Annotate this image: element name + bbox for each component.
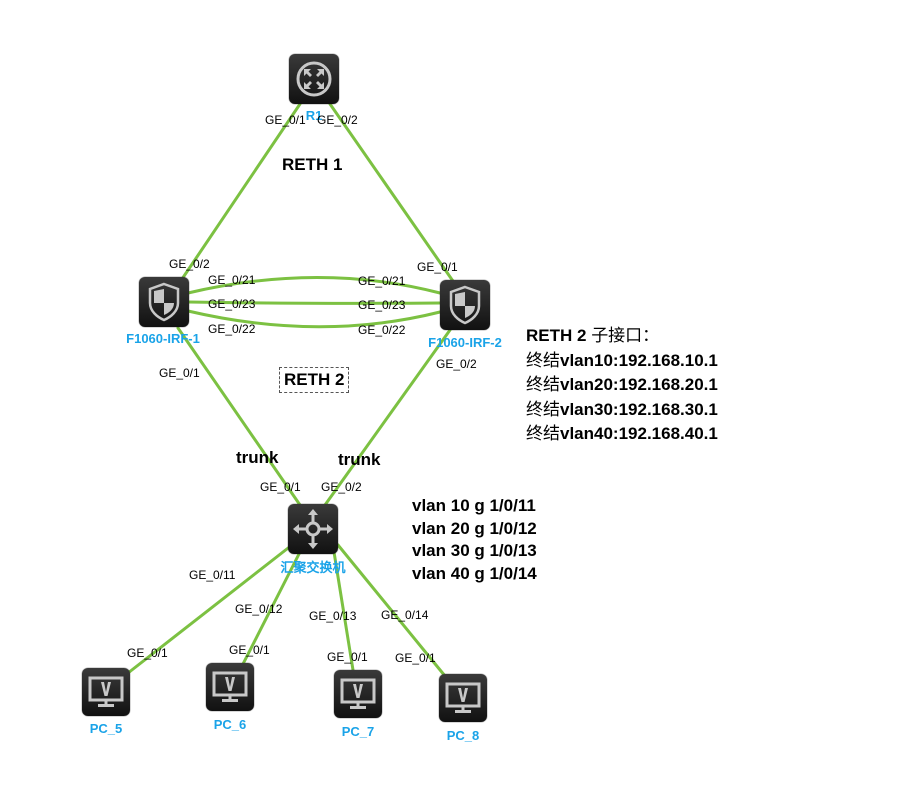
switch-arrows-icon — [293, 509, 333, 549]
port-label: GE_0/1 — [265, 113, 306, 127]
router-r1-label: R1 — [305, 108, 323, 123]
reth2-info-line: 终结vlan30:192.168.30.1 — [526, 399, 718, 420]
switch-aggregation[interactable] — [288, 504, 338, 554]
port-label: GE_0/12 — [235, 602, 283, 616]
reth2-subinterface-info: RETH 2 子接口： 终结vlan10:192.168.10.1 终结vlan… — [526, 324, 718, 447]
port-label: GE_0/21 — [208, 273, 256, 287]
port-label: GE_0/2 — [169, 257, 210, 271]
port-label: GE_0/11 — [189, 568, 236, 582]
port-label: GE_0/14 — [381, 608, 429, 622]
firewall-f1060-irf-1-label: F1060-IRF-1 — [126, 331, 200, 346]
port-label: GE_0/1 — [327, 650, 368, 664]
firewall-shield-icon — [449, 285, 481, 325]
port-label: GE_0/2 — [436, 357, 477, 371]
pc-7-label: PC_7 — [341, 724, 375, 739]
reth1-label: RETH 1 — [282, 155, 343, 174]
port-label: GE_0/2 — [321, 480, 362, 494]
trunk-label-left: trunk — [236, 448, 279, 467]
router-r1[interactable] — [289, 54, 339, 104]
firewall-f1060-irf-2[interactable] — [440, 280, 490, 330]
link-sw-pc8 — [336, 543, 447, 678]
link-fw1-fw2-ge021 — [186, 276, 442, 295]
port-label: GE_0/1 — [395, 651, 436, 665]
port-label: GE_0/1 — [159, 366, 200, 380]
port-label: GE_0/21 — [358, 274, 406, 288]
port-label: GE_0/1 — [417, 260, 458, 274]
port-label: GE_0/23 — [208, 297, 256, 311]
link-sw-pc5 — [126, 543, 294, 675]
reth2-label: RETH 2 — [279, 367, 350, 393]
port-label: GE_0/1 — [260, 480, 301, 494]
port-label: GE_0/22 — [208, 322, 256, 336]
trunk-label-right: trunk — [338, 450, 381, 469]
port-label: GE_0/23 — [358, 298, 406, 312]
reth2-info-line: 终结vlan40:192.168.40.1 — [526, 424, 718, 444]
monitor-icon — [340, 678, 376, 709]
reth2-info-line: 终结vlan20:192.168.20.1 — [526, 375, 718, 395]
pc-6-label: PC_6 — [213, 717, 247, 732]
reth2-info-title: RETH 2 子接口： — [526, 326, 660, 346]
firewall-shield-icon — [148, 282, 180, 322]
monitor-icon — [212, 671, 248, 702]
port-label: GE_0/1 — [229, 643, 270, 657]
reth2-info-line: 终结vlan10:192.168.10.1 — [526, 350, 718, 371]
link-fw2-sw — [323, 328, 452, 507]
monitor-icon — [445, 682, 481, 713]
port-label: GE_0/22 — [358, 323, 406, 337]
link-r1-fw1 — [178, 102, 302, 284]
vlan-port-mapping: vlan 10 g 1/0/11 vlan 20 g 1/0/12 vlan 3… — [412, 495, 537, 585]
pc-6[interactable] — [206, 663, 254, 711]
firewall-f1060-irf-1[interactable] — [139, 277, 189, 327]
port-label: GE_0/1 — [127, 646, 168, 660]
pc-5[interactable] — [82, 668, 130, 716]
switch-aggregation-label: 汇聚交换机 — [280, 561, 346, 576]
vlan-mapping-line: vlan 20 g 1/0/12 — [412, 518, 537, 538]
link-fw1-fw2-ge023 — [186, 300, 442, 305]
link-sw-pc6 — [241, 550, 302, 666]
pc-7[interactable] — [334, 670, 382, 718]
firewall-f1060-irf-2-label: F1060-IRF-2 — [428, 335, 502, 350]
port-label: GE_0/2 — [317, 113, 358, 127]
link-r1-fw2 — [328, 102, 457, 286]
link-sw-pc7 — [332, 550, 355, 672]
pc-5-label: PC_5 — [89, 721, 123, 736]
pc-8[interactable] — [439, 674, 487, 722]
vlan-mapping-line: vlan 30 g 1/0/13 — [412, 541, 537, 560]
link-fw1-sw — [176, 326, 302, 507]
vlan-mapping-line: vlan 40 g 1/0/14 — [412, 563, 537, 583]
router-icon — [296, 61, 332, 97]
link-fw1-fw2-ge022 — [186, 309, 442, 329]
port-label: GE_0/13 — [309, 609, 357, 623]
vlan-mapping-line: vlan 10 g 1/0/11 — [412, 496, 536, 515]
monitor-icon — [88, 676, 124, 707]
pc-8-label: PC_8 — [446, 728, 480, 743]
